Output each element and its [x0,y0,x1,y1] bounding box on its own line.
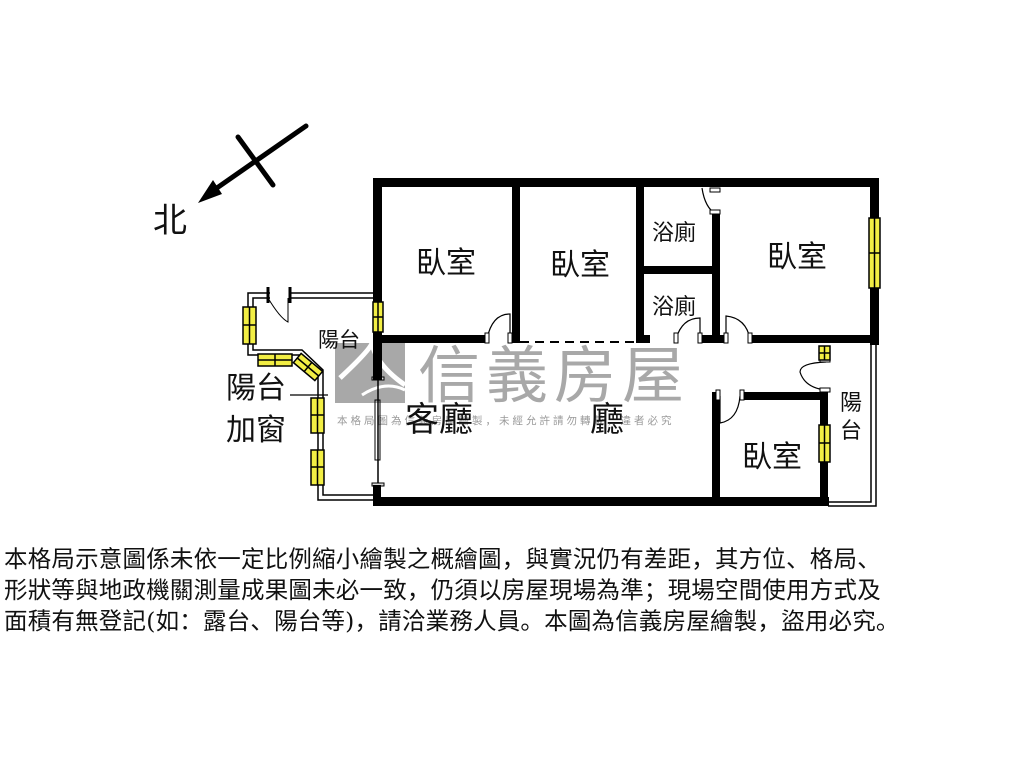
left-balcony-walls [247,287,378,501]
door-bathroom-2 [675,317,701,340]
door-balcony-right [799,361,827,391]
windows [242,217,881,486]
disclaimer-line-3: 面積有無登記(如：露台、陽台等)，請洽業務人員。本圖為信義房屋繪製，盜用必究。 [4,607,900,635]
watermark: 信義房屋 本格局圖為信義房屋繪製，未經允許請勿轉載，違者必究 [335,339,690,427]
window-bedroom4-right [818,424,831,463]
window-balcony-right [818,345,831,361]
door-stops [484,187,831,401]
label-living-room: 客廳 [405,400,473,440]
disclaimer: 本格局示意圖係未依一定比例縮小繪製之概繪圖，與實況仍有差距，其方位、格局、 形狀… [4,544,1020,637]
window-balcony-left-4 [310,397,325,434]
window-bedroom3-right [868,217,881,289]
label-bedroom-1: 臥室 [416,246,476,281]
door-bedroom-3 [725,315,751,340]
floor-plan: 信義房屋 本格局圖為信義房屋繪製，未經允許請勿轉載，違者必究 北 [153,123,881,507]
disclaimer-line-1: 本格局示意圖係未依一定比例縮小繪製之概繪圖，與實況仍有差距，其方位、格局、 [4,545,881,573]
door-bedroom-1 [486,313,511,340]
label-bedroom-4: 臥室 [742,440,802,475]
window-balcony-left-1 [242,306,257,345]
right-balcony-walls [828,342,877,507]
window-balcony-left-3 [292,352,324,382]
north-compass: 北 [153,123,309,241]
label-bathroom-2: 浴廁 [652,295,696,320]
label-bathroom-1: 浴廁 [652,221,696,246]
watermark-notice: 本格局圖為信義房屋繪製，未經允許請勿轉載，違者必究 [337,414,675,427]
label-balcony-right-2: 台 [840,419,862,444]
watermark-brand: 信義房屋 [418,339,690,412]
label-bedroom-2: 臥室 [550,248,610,283]
label-balcony-left: 陽台 [318,328,360,352]
label-balcony-window-2: 加窗 [226,413,286,448]
door-bedroom-4 [719,395,741,424]
label-balcony-window-1: 陽台 [226,371,286,406]
window-bedroom1-left [372,301,384,333]
window-balcony-left-2 [257,353,293,367]
north-label: 北 [153,201,187,241]
label-bedroom-3: 臥室 [767,240,827,275]
door-bathroom-1 [690,192,712,212]
north-arrow-icon [198,180,222,203]
window-balcony-left-5 [310,449,325,486]
label-dining-room: 廳 [590,400,624,440]
label-balcony-right-1: 陽 [840,391,862,416]
disclaimer-line-2: 形狀等與地政機關測量成果圖未必一致，仍須以房屋現場為準；現場空間使用方式及 [4,576,881,604]
